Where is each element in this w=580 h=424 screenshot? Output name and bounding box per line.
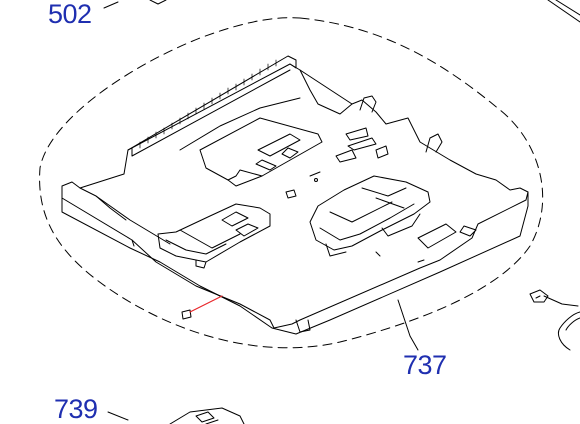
part-502-fragment — [103, 0, 580, 23]
tray-outline — [61, 63, 529, 329]
callout-737: 737 — [403, 350, 447, 380]
callout-502: 502 — [48, 0, 92, 29]
part-739-fragment — [107, 407, 245, 424]
left-paper-guide — [157, 203, 271, 263]
corner-tab-left — [359, 95, 377, 113]
dashed-boundary — [39, 17, 544, 349]
front-square-marker — [181, 309, 192, 320]
rear-rail-teeth — [139, 59, 277, 149]
paper-tray-737 — [61, 55, 529, 335]
highlight-leader-line — [189, 295, 223, 313]
callout-739: 739 — [54, 394, 98, 424]
cable-fragment — [529, 289, 580, 351]
rear-center-panel — [199, 117, 323, 181]
corner-tab-right — [425, 133, 443, 153]
right-paper-guide — [309, 175, 431, 251]
leader-line-737 — [397, 299, 419, 351]
leader-line-739 — [107, 411, 129, 421]
